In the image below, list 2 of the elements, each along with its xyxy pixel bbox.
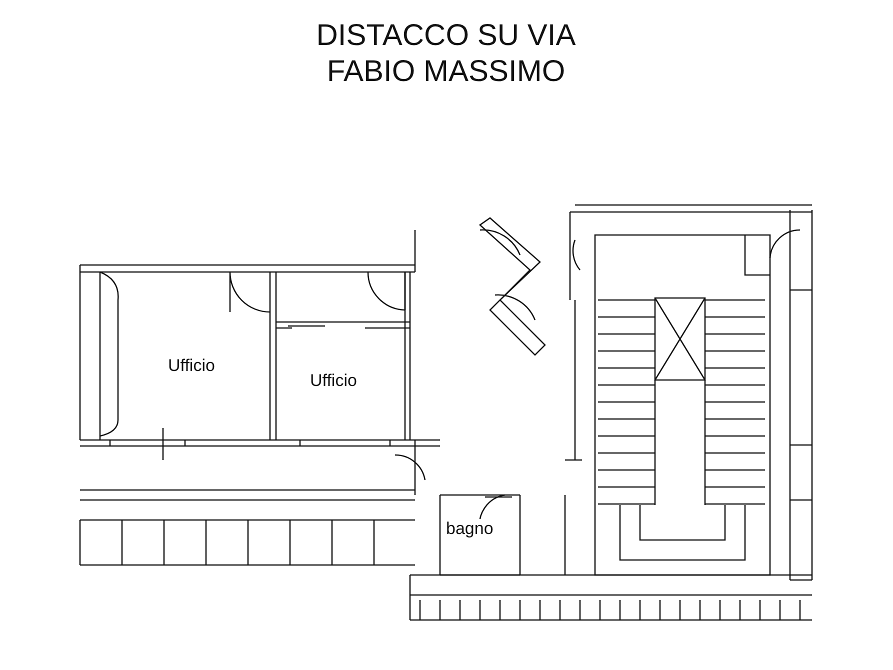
- plan-title: DISTACCO SU VIA FABIO MASSIMO: [315, 18, 577, 90]
- room-label: bagno: [446, 519, 494, 539]
